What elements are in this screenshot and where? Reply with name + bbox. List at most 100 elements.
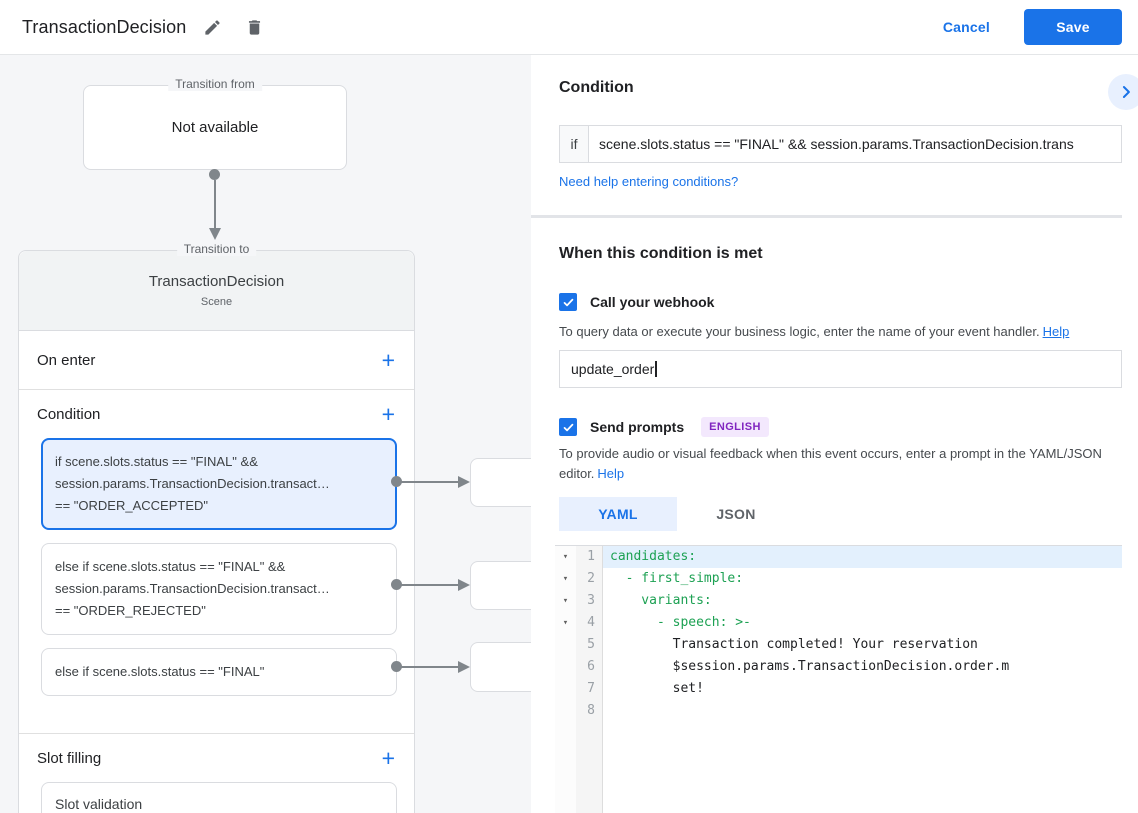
condition-card-accepted[interactable]: if scene.slots.status == "FINAL" && sess… bbox=[41, 438, 397, 530]
card-link-arrow-icon bbox=[458, 476, 470, 488]
prompts-label: Send prompts bbox=[590, 419, 685, 435]
slot-filling-row: Slot filling + bbox=[19, 734, 414, 782]
webhook-input-value: update_order bbox=[571, 361, 655, 377]
on-enter-row: On enter + bbox=[19, 331, 414, 389]
fold-spacer bbox=[555, 678, 576, 700]
condition-card-text: session.params.TransactionDecision.trans… bbox=[55, 581, 330, 596]
webhook-checkbox[interactable] bbox=[559, 293, 577, 311]
card-port-dot[interactable] bbox=[391, 579, 402, 590]
check-icon bbox=[563, 423, 573, 431]
slot-validation-card[interactable]: Slot validation bbox=[41, 782, 397, 813]
add-on-enter-icon[interactable]: + bbox=[381, 346, 395, 373]
tab-yaml[interactable]: YAML bbox=[559, 497, 677, 531]
not-available-label: Not available bbox=[171, 119, 259, 136]
yaml-editor[interactable]: ▾ 1 candidates: ▾ 2 - first_simple: ▾ 3 … bbox=[555, 545, 1122, 813]
expand-panel-button[interactable] bbox=[1108, 74, 1138, 110]
code-text: candidates: bbox=[603, 546, 1122, 568]
add-condition-icon[interactable]: + bbox=[381, 400, 395, 427]
webhook-helper-text: To query data or execute your business l… bbox=[559, 324, 1040, 339]
chevron-right-icon bbox=[1122, 86, 1130, 98]
webhook-help-link[interactable]: Help bbox=[1042, 324, 1070, 339]
code-text: Transaction completed! Your reservation bbox=[610, 637, 978, 652]
on-enter-label: On enter bbox=[37, 351, 96, 369]
scene-card-header[interactable]: TransactionDecision Scene bbox=[19, 251, 414, 331]
when-condition-title: When this condition is met bbox=[559, 245, 763, 262]
scene-subtitle: Scene bbox=[200, 296, 233, 308]
condition-card-text: else if scene.slots.status == "FINAL" && bbox=[55, 559, 286, 574]
flow-arrow-down-icon bbox=[209, 228, 221, 240]
code-line: ▾ 1 candidates: bbox=[555, 546, 1122, 568]
line-number: 1 bbox=[587, 549, 595, 564]
line-number: 6 bbox=[587, 659, 595, 674]
transition-from-legend: Transition from bbox=[168, 77, 262, 91]
code-text: - first_simple: bbox=[610, 571, 744, 586]
editor-fold-gutter bbox=[555, 546, 576, 813]
line-number: 5 bbox=[587, 637, 595, 652]
code-line: ▾ 3 variants: bbox=[555, 590, 1122, 612]
prompts-checkbox[interactable] bbox=[559, 418, 577, 436]
edit-icon[interactable] bbox=[196, 11, 228, 43]
card-link-line bbox=[401, 584, 458, 586]
if-prefix-label: if bbox=[560, 126, 589, 162]
flow-connector-line bbox=[214, 180, 216, 228]
condition-header-row: Condition + bbox=[19, 390, 414, 438]
fold-icon[interactable]: ▾ bbox=[562, 552, 569, 562]
app-header: TransactionDecision Cancel Save bbox=[0, 0, 1138, 55]
cancel-button[interactable]: Cancel bbox=[942, 19, 990, 35]
editor-line-number-gutter bbox=[576, 546, 603, 813]
code-text: - speech: >- bbox=[610, 615, 751, 630]
code-line: 8 bbox=[555, 700, 1122, 722]
section-divider bbox=[531, 215, 1122, 218]
prompts-help-link[interactable]: Help bbox=[597, 466, 625, 481]
code-text bbox=[603, 700, 1122, 722]
condition-section-label: Condition bbox=[37, 405, 101, 423]
condition-expression-group: if bbox=[559, 125, 1122, 163]
conditions-help-link[interactable]: Need help entering conditions? bbox=[559, 174, 739, 189]
transition-target-box[interactable] bbox=[470, 561, 531, 610]
slot-filling-label: Slot filling bbox=[37, 749, 102, 767]
prompts-helper-text: To provide audio or visual feedback when… bbox=[559, 446, 1102, 481]
transition-target-box[interactable] bbox=[470, 642, 531, 692]
tab-json[interactable]: JSON bbox=[716, 506, 756, 522]
scene-title: TransactionDecision bbox=[148, 273, 285, 290]
delete-icon[interactable] bbox=[238, 11, 270, 43]
condition-card-text: session.params.TransactionDecision.trans… bbox=[55, 476, 330, 491]
text-caret bbox=[655, 361, 657, 377]
fold-icon[interactable]: ▾ bbox=[562, 574, 569, 584]
editor-tabs: YAML JSON bbox=[559, 497, 795, 531]
condition-card-text: if scene.slots.status == "FINAL" && bbox=[55, 454, 258, 469]
language-badge: ENGLISH bbox=[701, 417, 769, 437]
condition-panel: Condition if Need help entering conditio… bbox=[531, 55, 1138, 813]
card-link-arrow-icon bbox=[458, 661, 470, 673]
check-icon bbox=[563, 298, 573, 306]
webhook-input[interactable]: update_order bbox=[559, 350, 1122, 388]
code-line: 5 Transaction completed! Your reservatio… bbox=[555, 634, 1122, 656]
flow-connector-dot bbox=[209, 169, 220, 180]
slot-filling-section: Slot filling + Slot validation bbox=[19, 733, 414, 813]
card-link-line bbox=[401, 481, 458, 483]
condition-card-text: == "ORDER_ACCEPTED" bbox=[55, 498, 208, 513]
card-port-dot[interactable] bbox=[391, 661, 402, 672]
transition-target-box[interactable] bbox=[470, 458, 531, 507]
code-text: $session.params.TransactionDecision.orde… bbox=[610, 659, 1010, 674]
condition-card-final[interactable]: else if scene.slots.status == "FINAL" bbox=[41, 648, 397, 696]
transition-to-box: Transition to TransactionDecision Scene … bbox=[18, 242, 415, 813]
save-button[interactable]: Save bbox=[1024, 9, 1122, 45]
fold-icon[interactable]: ▾ bbox=[562, 618, 569, 628]
condition-input[interactable] bbox=[589, 126, 1121, 162]
condition-card-text: else if scene.slots.status == "FINAL" bbox=[55, 664, 265, 679]
fold-spacer bbox=[555, 700, 576, 722]
code-text: variants: bbox=[610, 593, 712, 608]
code-line: 6 $session.params.TransactionDecision.or… bbox=[555, 656, 1122, 678]
page-title: TransactionDecision bbox=[22, 16, 187, 37]
code-line: 7 set! bbox=[555, 678, 1122, 700]
line-number: 3 bbox=[587, 593, 595, 608]
condition-card-rejected[interactable]: else if scene.slots.status == "FINAL" &&… bbox=[41, 543, 397, 635]
condition-card-text: == "ORDER_REJECTED" bbox=[55, 603, 206, 618]
fold-spacer bbox=[555, 656, 576, 678]
add-slot-icon[interactable]: + bbox=[381, 744, 395, 771]
transition-from-box: Transition from Not available bbox=[83, 77, 347, 170]
scene-diagram-canvas: Transition from Not available Transition… bbox=[0, 55, 531, 813]
card-port-dot[interactable] bbox=[391, 476, 402, 487]
fold-icon[interactable]: ▾ bbox=[562, 596, 569, 606]
